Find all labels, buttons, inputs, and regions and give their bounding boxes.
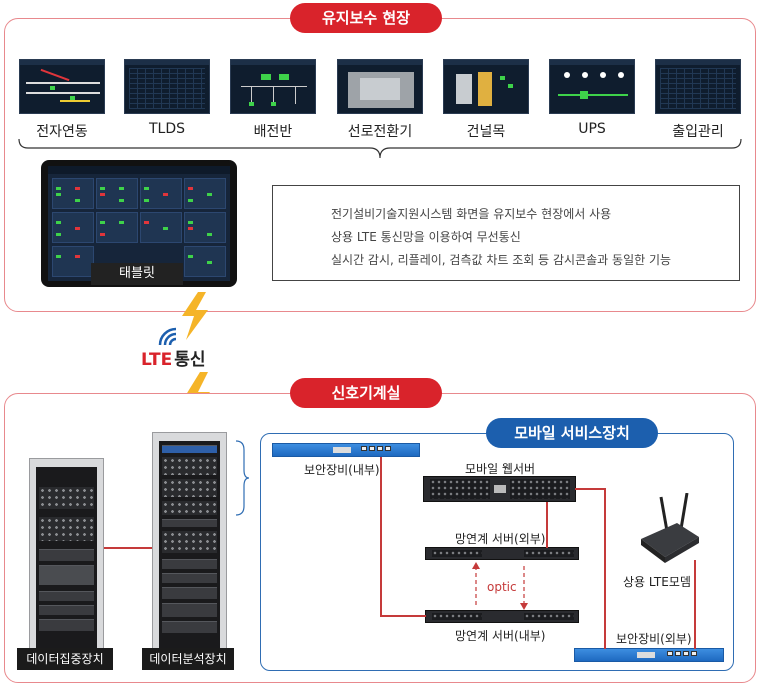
link-modem-down — [694, 560, 696, 649]
screen-thumb-tlds[interactable] — [124, 59, 210, 114]
link-server-internal — [425, 610, 579, 623]
screen-thumb-ups[interactable] — [549, 59, 635, 114]
mobile-web-server — [423, 476, 576, 502]
tablet-device — [41, 160, 237, 287]
screen-label-ups: UPS — [578, 121, 606, 137]
lte-prefix: LTE — [141, 350, 173, 370]
screen-thumb-access[interactable] — [655, 59, 741, 114]
screen-label-interlocking: 전자연동 — [36, 124, 88, 140]
lte-suffix: 통신 — [174, 350, 206, 370]
security-external-label: 보안장비(외부) — [616, 632, 692, 646]
description-line-3: 실시간 감시, 리플레이, 검측값 차트 조회 등 감시콘솔과 동일한 기능 — [331, 253, 672, 267]
site-title: 유지보수 현장 — [290, 3, 442, 33]
rack-data-analyzer — [152, 432, 227, 668]
link-server-internal-label: 망연계 서버(내부) — [455, 629, 546, 643]
security-device-internal — [272, 443, 420, 457]
screen-thumb-point-machine[interactable] — [337, 59, 423, 114]
screen-thumb-interlocking[interactable] — [19, 59, 105, 114]
rack-link — [104, 547, 152, 549]
rack-left-label: 데이터집중장치 — [17, 648, 113, 670]
group-brace — [18, 138, 742, 159]
description-line-2: 상용 LTE 통신망을 이용하여 무선통신 — [331, 230, 521, 244]
rack-brace — [235, 440, 250, 516]
link-server-external-label: 망연계 서버(외부) — [455, 532, 546, 546]
lte-modem-icon — [641, 493, 699, 563]
link-web-down — [604, 488, 606, 649]
link-server-external — [425, 547, 579, 560]
rack-right-label: 데이터분석장치 — [142, 648, 234, 670]
lightning-icon-top — [182, 292, 208, 340]
description-line-1: 전기설비기술지원시스템 화면을 유지보수 현장에서 사용 — [331, 207, 612, 221]
wifi-signal-icon — [158, 327, 177, 346]
security-device-external — [574, 648, 724, 662]
screen-label-switchboard: 배전반 — [253, 124, 293, 140]
security-internal-label: 보안장비(내부) — [304, 463, 380, 477]
screen-label-point-machine: 선로전환기 — [347, 124, 413, 140]
rack-data-concentrator — [29, 458, 104, 668]
link-web-to-external — [546, 502, 548, 548]
lte-modem-label: 상용 LTE모뎀 — [623, 575, 691, 589]
description-box: 전기설비기술지원시스템 화면을 유지보수 현장에서 사용 상용 LTE 통신망을… — [272, 185, 740, 281]
screen-thumb-switchboard[interactable] — [230, 59, 316, 114]
room-title: 신호기계실 — [290, 378, 442, 408]
web-server-label: 모바일 웹서버 — [465, 462, 536, 476]
screen-label-crossing: 건널목 — [466, 124, 506, 140]
tablet-label: 태블릿 — [91, 263, 183, 285]
optic-link — [472, 562, 528, 610]
screen-label-tlds: TLDS — [148, 121, 186, 137]
mobile-title: 모바일 서비스장치 — [486, 418, 658, 448]
tablet-screen — [48, 166, 230, 281]
link-internal-to-server — [380, 615, 426, 617]
screen-label-access: 출입관리 — [672, 124, 724, 140]
screen-thumb-crossing[interactable] — [443, 59, 529, 114]
link-web-right — [575, 488, 605, 490]
optic-label: optic — [487, 580, 517, 594]
link-internal-down — [380, 457, 382, 616]
